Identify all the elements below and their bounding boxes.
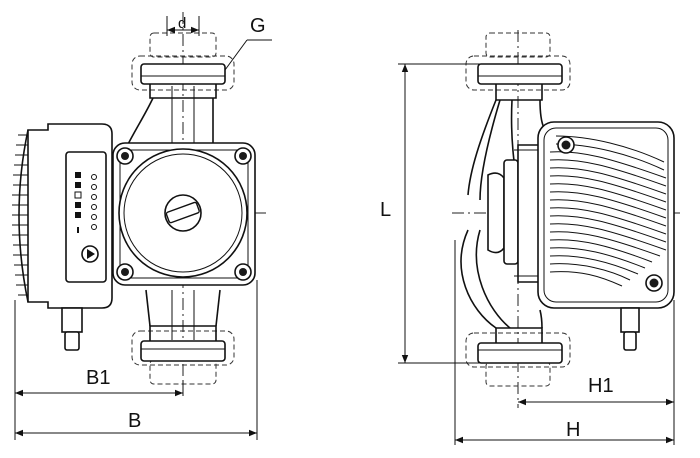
motor-body [537,121,675,309]
label-H: H [566,419,580,441]
label-B: B [128,410,141,432]
dimension-l: L [380,63,480,364]
bottom-flange [140,340,226,362]
top-flange [140,63,226,85]
side-bottom-flange [477,342,563,364]
screw-icon [557,136,663,292]
dimension-d: d [166,15,200,36]
label-H1: H1 [588,375,614,397]
screw-icon [116,147,252,281]
side-top-flange [477,63,563,85]
label-B1: B1 [86,367,110,389]
label-d: d [178,15,186,32]
dimension-b: B [15,280,258,440]
play-icon [81,245,99,263]
led-indicator-icon [74,172,97,233]
dimension-b1: B1 [14,300,184,440]
dimension-h1: H1 [518,300,675,445]
label-G: G [250,15,266,37]
control-box [12,123,113,351]
dimension-h: H [454,240,674,445]
dimension-g: G [224,15,272,71]
front-view: d G B1 B [12,12,272,440]
label-L: L [380,199,391,221]
side-view: L H1 H [380,30,680,445]
